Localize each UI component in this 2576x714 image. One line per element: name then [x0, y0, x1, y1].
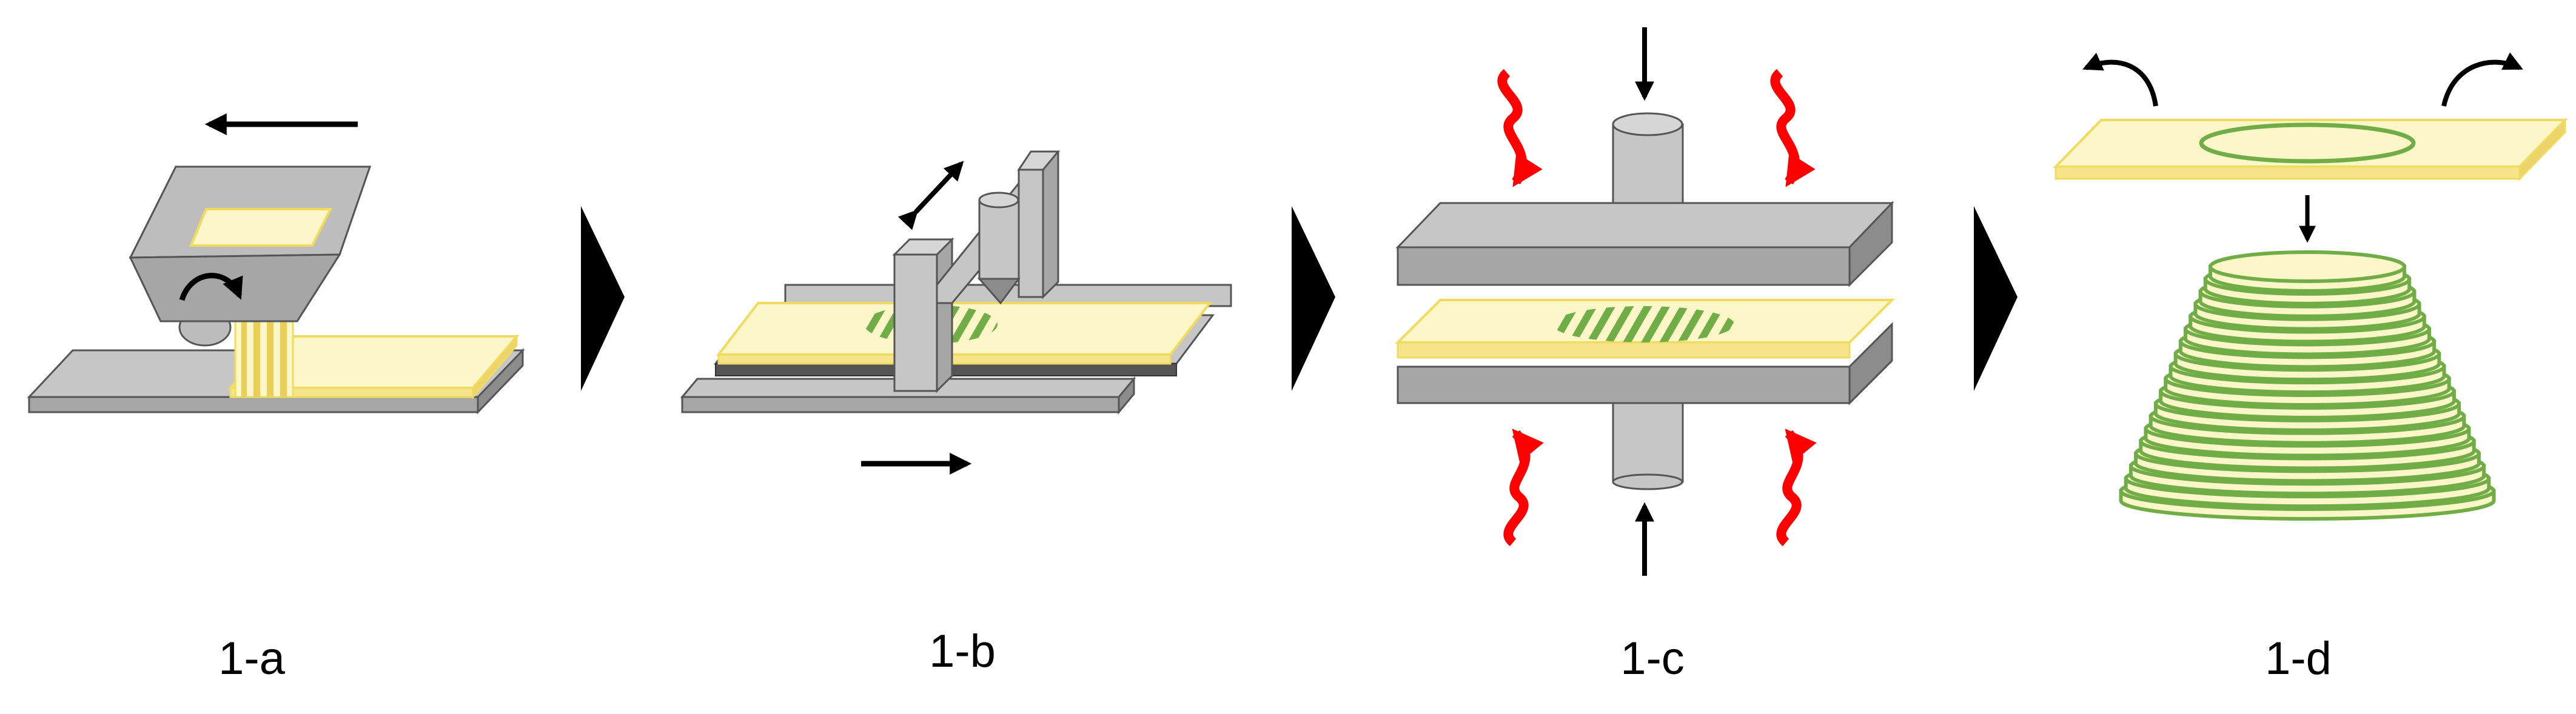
panel-b-printing	[680, 150, 1232, 475]
panel-label-c: 1-c	[1620, 633, 1685, 684]
panel-c-pressing	[1395, 27, 1895, 576]
top-platen	[1395, 202, 1894, 249]
laminated-stack	[2119, 250, 2496, 521]
step-arrow-1	[581, 206, 625, 391]
heat-arrow	[1503, 429, 1544, 547]
print-head	[978, 199, 1020, 280]
lift-arrow-left	[2082, 53, 2158, 107]
heat-arrow	[1497, 68, 1543, 187]
step-arrow-2	[1292, 206, 1335, 391]
panel-a-tape-casting	[27, 113, 525, 415]
head-motion-arrow	[897, 161, 964, 230]
panel-label-d: 1-d	[2265, 633, 2332, 684]
bottom-ram	[1612, 402, 1684, 483]
panel-label-a: 1-a	[218, 633, 286, 684]
heat-arrow	[1770, 68, 1816, 187]
panel-d-stacking	[2053, 52, 2568, 521]
stack-layer	[2209, 250, 2406, 283]
gantry-column	[893, 253, 938, 392]
heat-arrow	[1776, 429, 1817, 547]
rotation-arrow	[179, 273, 243, 301]
step-arrow-3	[1974, 206, 2018, 391]
panel-label-b: 1-b	[929, 626, 996, 677]
lift-arrow-right	[2441, 52, 2523, 107]
printed-pattern	[1552, 306, 1734, 342]
